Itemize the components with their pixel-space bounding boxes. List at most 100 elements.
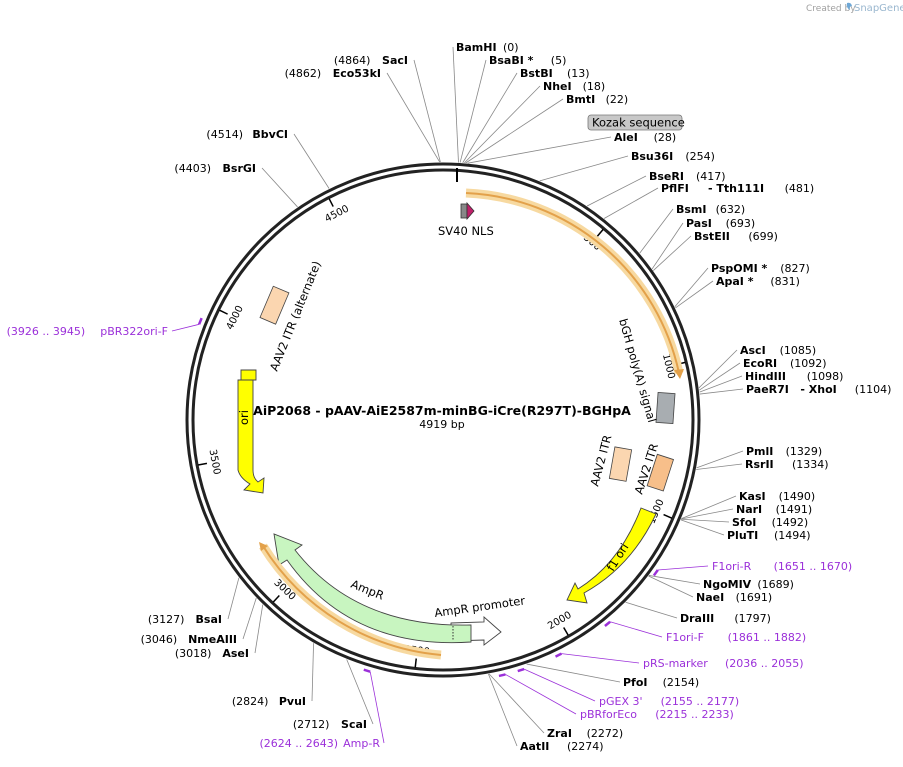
site-nmeaiii[interactable]: NmeAIII(3046) [141, 597, 257, 646]
orf-arc-ampr[interactable] [262, 545, 442, 656]
site-nari[interactable]: NarI(1491) [681, 503, 812, 520]
site-draiii[interactable]: DraIII(1797) [625, 601, 771, 625]
watermark-brand: SnapGene [854, 3, 903, 14]
site-position: (1334) [792, 458, 829, 471]
feature-f1-ori[interactable] [566, 507, 657, 604]
feature-aav2-itr-1[interactable] [608, 446, 633, 482]
site-position: (2274) [567, 740, 604, 753]
site-asci[interactable]: AscI(1085) [698, 344, 816, 389]
site-paer7i[interactable]: PaeR7I- XhoI(1104) [699, 383, 892, 396]
site-pspomi[interactable]: PspOMI *(827) [674, 262, 810, 308]
feature-bgh-polya[interactable] [655, 392, 676, 425]
site-pflfi[interactable]: PflFI- Tth111I(481) [603, 182, 815, 219]
feature-sv40-nls[interactable] [460, 201, 475, 221]
primer-mark [517, 667, 525, 673]
site-name: AscI [740, 344, 766, 357]
tick-mark [663, 513, 673, 519]
backbone-outer-strand [185, 162, 701, 678]
primer-f1orir[interactable]: F1ori-R(1651 .. 1670) [652, 560, 852, 577]
orf-halo-icre [465, 188, 684, 374]
site-name: BsaI [196, 613, 222, 626]
primer-pbr322orif[interactable]: pBR322ori-F(3926 .. 3945) [7, 317, 203, 338]
site-name: ScaI [341, 718, 367, 731]
kozak-label-box[interactable]: Kozak sequence [587, 114, 685, 131]
site-zrai[interactable]: ZraI(2272) [488, 673, 623, 740]
site-pvui[interactable]: PvuI(2824) [232, 643, 314, 708]
site-position: (1104) [855, 383, 892, 396]
site-bsai[interactable]: BsaI(3127) [148, 577, 240, 626]
site-name: BsmI [676, 203, 707, 216]
tick-mark [563, 627, 569, 636]
site-name: BstBI [520, 67, 553, 80]
site-bsabi[interactable]: BsaBI *(5) [459, 54, 566, 163]
site-bseri[interactable]: BseRI(417) [586, 170, 726, 207]
site-aatii[interactable]: AatII(2274) [488, 673, 604, 753]
site-position: (4403) [174, 162, 211, 175]
site-name: NaeI [696, 591, 724, 604]
site-name: PluTI [727, 529, 758, 542]
site-rsrii[interactable]: RsrII(1334) [696, 458, 829, 471]
tick-mark [219, 309, 228, 315]
site-position: (254) [685, 150, 715, 163]
primer-name: pBR322ori-F [100, 325, 168, 338]
orf-arc-icre[interactable] [465, 192, 680, 374]
tick-label: 2000 [546, 610, 574, 632]
site-name: SfoI [732, 516, 756, 529]
primer-range: (2624 .. 2643) [259, 737, 338, 750]
primer-binding-sites: F1ori-R(1651 .. 1670) F1ori-F(1861 .. 188… [7, 317, 852, 750]
site-ecori[interactable]: EcoRI(1092) [699, 357, 827, 391]
site-bamhi[interactable]: BamHI(0) [452, 41, 519, 163]
primer-pgex3[interactable]: pGEX 3'(2155 .. 2177) [517, 667, 739, 708]
tick-mark [272, 595, 280, 603]
site-bsu36i[interactable]: Bsu36I(254) [539, 150, 715, 182]
site-nhei[interactable]: NheI(18) [464, 80, 606, 164]
site-sfoi[interactable]: SfoI(1492) [681, 516, 808, 529]
feature-ampr[interactable] [273, 533, 472, 644]
primer-name: pGEX 3' [599, 695, 643, 708]
site-naei[interactable]: NaeI (1691) [648, 575, 773, 604]
site-name: PasI [686, 217, 712, 230]
site-apai[interactable]: ApaI *(831) [675, 275, 800, 309]
site-position: (632) [716, 203, 746, 216]
site-position: (481) [785, 182, 815, 195]
site-eco53ki[interactable]: Eco53kI(4862) [285, 67, 441, 163]
site-bbvci[interactable]: BbvCI(4514) [206, 128, 330, 189]
site-pluti[interactable]: PluTI(1494) [680, 519, 811, 542]
primer-prsmarker[interactable]: pRS-marker(2036 .. 2055) [554, 652, 804, 670]
site-position: (18) [583, 80, 606, 93]
site-position: (2824) [232, 695, 269, 708]
site-pfoi[interactable]: PfoI(2154) [526, 663, 700, 689]
site-pmli[interactable]: PmlI(1329) [696, 445, 823, 469]
site-name: BstEII [694, 230, 730, 243]
site-alei[interactable]: AleI(28) [467, 131, 677, 164]
plasmid-size: 4919 bp [419, 418, 464, 431]
primer-range: (2215 .. 2233) [655, 708, 734, 721]
site-ngomiv[interactable]: NgoMIV(1689) [648, 575, 794, 591]
site-position: (1691) [736, 591, 773, 604]
site-position: (4862) [285, 67, 322, 80]
feature-ori[interactable] [237, 379, 265, 494]
aav2-itr-1-label: AAV2 ITR [587, 433, 614, 487]
site-bsrgi[interactable]: BsrGI(4403) [174, 162, 298, 208]
tick-label: 4500 [323, 203, 351, 224]
site-bsteii[interactable]: BstEII(699) [653, 230, 778, 271]
primer-range: (1861 .. 1882) [728, 631, 807, 644]
site-asei[interactable]: AseI(3018) [175, 604, 264, 660]
tick-mark [197, 462, 208, 466]
site-position: (1329) [786, 445, 823, 458]
site-name: DraIII [680, 612, 714, 625]
site-bmti[interactable]: BmtI(22) [465, 93, 628, 164]
site-saci[interactable]: SacI(4864) [334, 54, 441, 163]
feature-aav2-itr-alternate[interactable] [259, 285, 290, 325]
site-bstbi[interactable]: BstBI(13) [462, 67, 590, 163]
site-hindiii[interactable]: HindIII(1098) [699, 370, 843, 393]
site-name: ApaI * [716, 275, 754, 288]
site-kasi[interactable]: KasI(1490) [681, 490, 815, 520]
site-scai[interactable]: ScaI(2712) [293, 659, 374, 731]
primer-pbrforeco[interactable]: pBRforEco(2215 .. 2233) [498, 673, 734, 721]
site-bsmi[interactable]: BsmI (632) [639, 203, 746, 254]
site-pasi[interactable]: PasI(693) [651, 217, 755, 270]
primer-ampr[interactable]: Amp-R(2624 .. 2643) [259, 668, 385, 750]
primer-f1orif[interactable]: F1ori-F(1861 .. 1882) [604, 620, 807, 644]
feature-aav2-itr-2[interactable] [646, 453, 675, 492]
